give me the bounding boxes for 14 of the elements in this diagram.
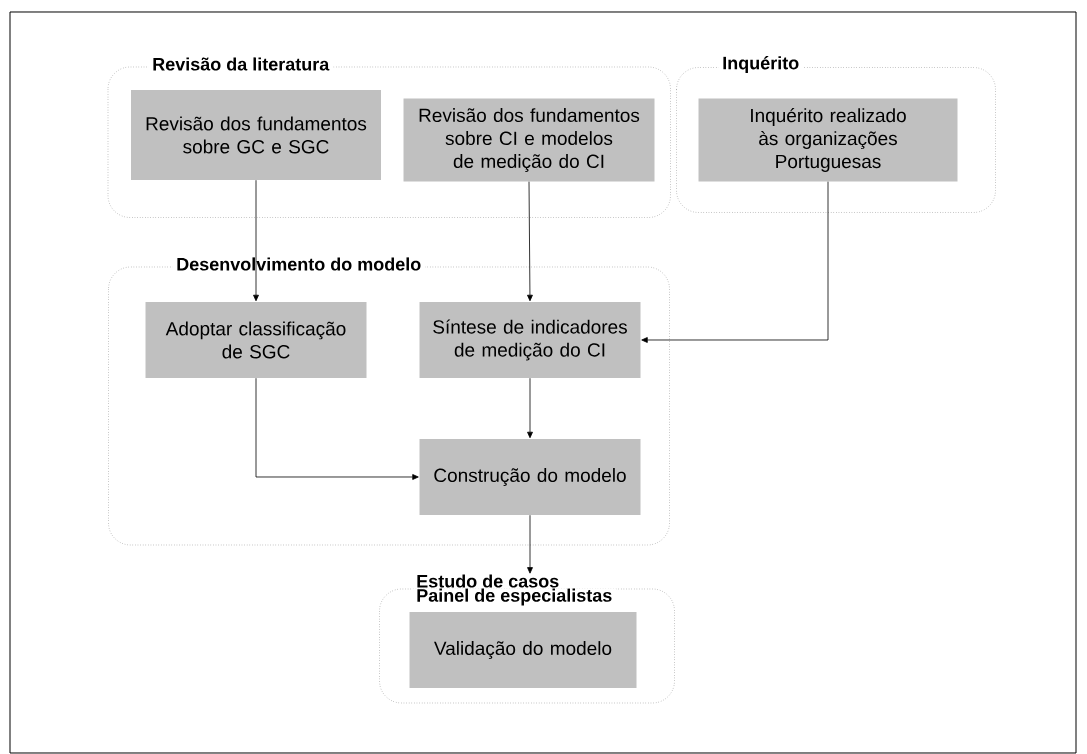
process-box: Adoptar classificação de SGC bbox=[145, 302, 367, 378]
arrow bbox=[527, 514, 533, 574]
arrow bbox=[253, 179, 259, 302]
process-box: Revisão dos fundamentos sobre CI e modelos de medição do CI bbox=[403, 98, 655, 182]
arrow bbox=[527, 181, 533, 302]
process-box: Validação do modelo bbox=[409, 612, 637, 688]
arrow bbox=[641, 181, 829, 343]
process-box: Construção do modelo bbox=[419, 439, 641, 515]
node-label: Estudo de casos bbox=[417, 574, 559, 588]
process-box: Inquérito realizado às organizações Portuguesas bbox=[698, 98, 958, 182]
process-box: Síntese de indicadores de medição do CI bbox=[419, 302, 641, 378]
process-box: Revisão dos fundamentos sobre GC e SGC bbox=[131, 90, 381, 180]
arrow bbox=[527, 377, 533, 439]
arrow bbox=[255, 377, 419, 480]
